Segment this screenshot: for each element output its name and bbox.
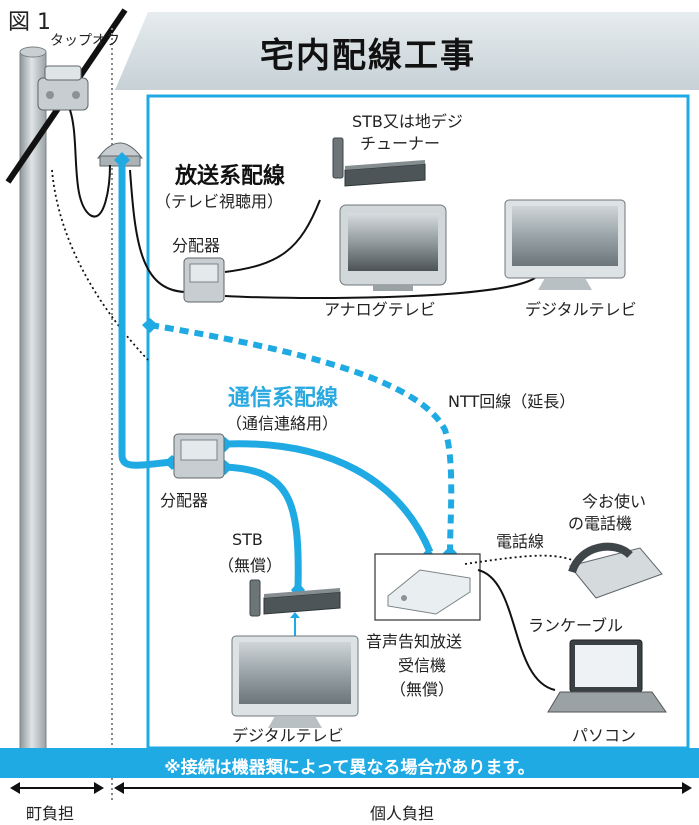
splitter-top-device: [183, 257, 225, 303]
digital-tv-bottom-device: [231, 635, 359, 728]
splitter-bottom-device: [173, 433, 225, 479]
stb-free-label-line2: （無償）: [218, 556, 283, 575]
town-burden-arrow: [10, 782, 104, 794]
broadcast-header: 放送系配線: [175, 164, 286, 189]
digital-tv-top-label: デジタルテレビ: [525, 300, 637, 319]
ntt-dashed-line: [149, 322, 455, 553]
comm-cable-receiver: [224, 440, 434, 554]
phone-wire-line: [464, 554, 573, 565]
lan-cable-line: [477, 569, 556, 691]
receiver-device: [374, 553, 481, 621]
page-title: 宅内配線工事: [260, 36, 476, 76]
dotted-drop-line: [51, 169, 149, 361]
receiver-label-line2: 受信機: [398, 656, 447, 675]
tap-off-device: [37, 65, 89, 111]
telephone-device: [568, 542, 663, 599]
personal-burden-arrow: [114, 782, 692, 794]
phone-label-line1: 今お使い: [582, 492, 647, 511]
analog-tv-label: アナログテレビ: [324, 300, 436, 319]
phone-label-line2: の電話機: [568, 514, 633, 533]
comm-header: 通信系配線: [228, 386, 339, 411]
personal-burden-label: 個人負担: [370, 804, 435, 823]
splitter-bottom-label: 分配器: [160, 491, 209, 510]
comm-cable-stb: [224, 463, 302, 589]
broadcast-wire-tv: [224, 277, 536, 300]
comm-cable-main: [118, 160, 173, 469]
receiver-label-line1: 音声告知放送: [366, 632, 463, 651]
receiver-label-line3: （無償）: [390, 680, 455, 699]
stb-free-label-line1: STB: [232, 530, 263, 549]
drop-cable: [69, 109, 111, 218]
phone-wire-label: 電話線: [496, 532, 545, 551]
broadcast-subheader: （テレビ視聴用）: [155, 192, 284, 211]
stb-bottom-device: [249, 579, 341, 617]
notice-bar: [0, 748, 699, 778]
digital-tv-bottom-label: デジタルテレビ: [232, 726, 344, 745]
town-burden-label: 町負担: [26, 804, 75, 823]
analog-tv-device: [339, 204, 447, 291]
figure-label: 図 1: [8, 10, 51, 35]
broadcast-wire-stb: [224, 199, 321, 273]
stb-label-line2: チューナー: [360, 134, 441, 153]
lan-cable-label: ランケーブル: [528, 616, 624, 635]
broadcast-wire-main: [129, 169, 186, 293]
pc-label: パソコン: [572, 726, 637, 745]
ntt-line-label: NTT回線（延長）: [448, 392, 576, 411]
tap-off-label: タップオフ: [50, 33, 120, 49]
splitter-top-label: 分配器: [172, 236, 221, 255]
notice-text: ※接続は機器類によって異なる場合があります。: [164, 758, 535, 778]
utility-pole: [19, 51, 47, 753]
stb-label-line1: STB又は地デジ: [352, 112, 463, 131]
stb-top-device: [332, 137, 426, 187]
comm-subheader: （通信連絡用）: [226, 414, 339, 433]
laptop-device: [547, 639, 667, 713]
title-banner: [115, 12, 699, 90]
digital-tv-top-device: [504, 199, 626, 290]
